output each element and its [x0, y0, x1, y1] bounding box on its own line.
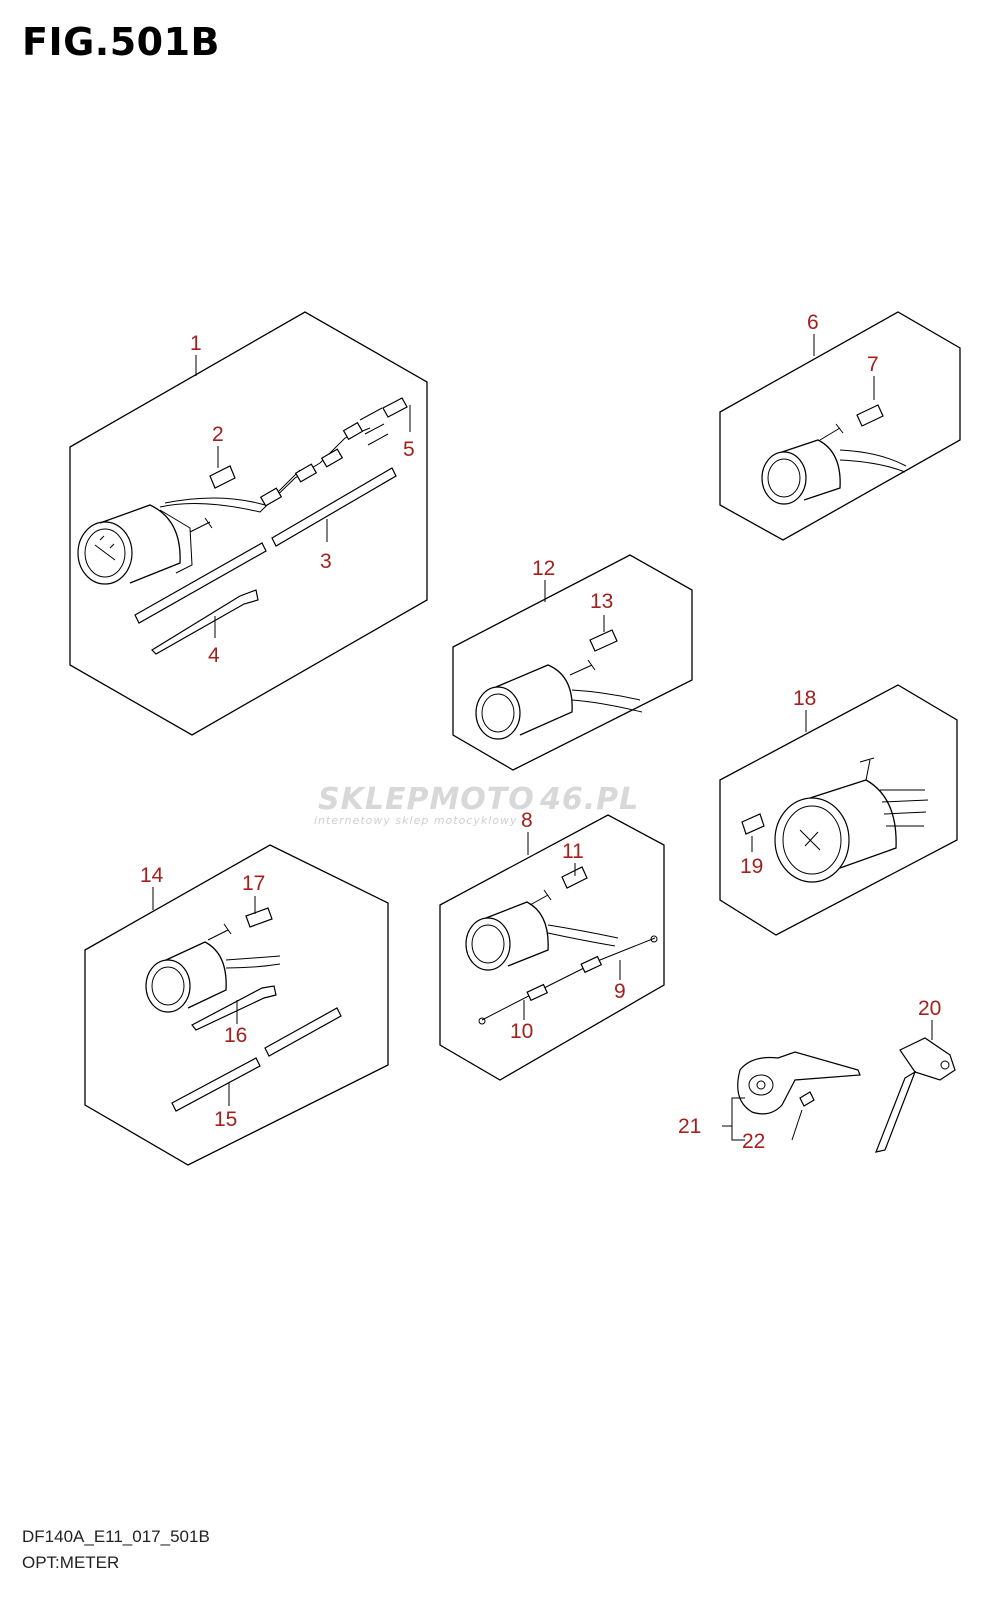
kit-box-12: [452, 554, 693, 771]
callout-13: 13: [590, 590, 613, 613]
watermark-brand: SKLEPMOTO: [318, 782, 535, 817]
callout-10: 10: [510, 1020, 533, 1043]
callout-14: 14: [140, 864, 164, 887]
callout-17: 17: [242, 872, 265, 895]
watermark-brand-suffix: 46.PL: [539, 782, 639, 817]
callout-6: 6: [807, 311, 819, 334]
callout-16: 16: [224, 1024, 247, 1047]
loose-parts: [737, 1037, 956, 1153]
callout-9: 9: [614, 980, 626, 1003]
kit-box-14: [84, 844, 389, 1166]
callout-19: 19: [740, 855, 763, 878]
callout-2: 2: [212, 423, 224, 446]
callout-12: 12: [532, 557, 555, 580]
callout-5: 5: [403, 438, 415, 461]
callout-20: 20: [918, 997, 941, 1020]
callout-11: 11: [562, 840, 584, 863]
callout-21: 21: [678, 1115, 701, 1138]
section-name: OPT:METER: [22, 1553, 120, 1572]
watermark: SKLEPMOTO 46.PL internetowy sklep motocy…: [314, 782, 639, 827]
watermark-tagline: internetowy sklep motocyklowy: [314, 814, 518, 827]
kit-box-18: [719, 684, 958, 936]
kit-box-1: [69, 311, 428, 736]
callout-22: 22: [742, 1130, 765, 1153]
callout-7: 7: [867, 353, 879, 376]
callout-labels: 1 2 3 4 5 6 7 8 9 10 11 12 13 14 15 16 1…: [140, 311, 941, 1153]
kit-box-6: [719, 311, 961, 541]
callout-8: 8: [521, 809, 533, 832]
model-code: DF140A_E11_017_501B: [22, 1527, 210, 1546]
callout-18: 18: [793, 687, 816, 710]
kit-box-8: [439, 814, 665, 1081]
figure-title: FIG.501B: [22, 20, 221, 64]
callout-15: 15: [214, 1108, 237, 1131]
callout-1: 1: [190, 332, 202, 355]
callout-4: 4: [208, 644, 220, 667]
callout-3: 3: [320, 550, 332, 573]
